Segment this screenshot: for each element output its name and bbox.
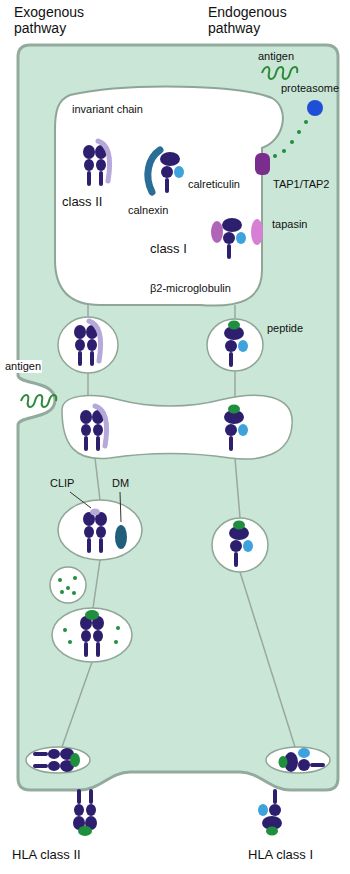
tapasin-symbol: [251, 219, 263, 245]
vesicle: [52, 608, 132, 662]
clip-symbol: [90, 509, 100, 516]
part-label: TAP1/TAP2: [273, 178, 329, 191]
vesicle: [212, 518, 268, 572]
golgi: [62, 395, 292, 459]
class-i-molecule: [160, 152, 184, 193]
molecule-name: HLA class I: [248, 848, 313, 863]
peptide-symbol: [78, 826, 92, 836]
column-header: Exogenous pathway: [14, 4, 106, 36]
class-ii-molecule: [73, 789, 97, 830]
class-label: class II: [62, 195, 102, 210]
part-label: proteasome: [281, 82, 339, 95]
peptide-symbol: [85, 610, 99, 620]
peptide-symbol: [233, 521, 245, 530]
peptide-fragments: [273, 120, 308, 158]
class-i-molecule: [258, 789, 282, 830]
molecule-name: HLA class II: [12, 848, 81, 863]
class-ii-molecule: [33, 748, 74, 772]
part-label: invariant chain: [72, 103, 143, 116]
cell-outline: [18, 45, 338, 790]
part-label: tapasin: [272, 218, 307, 231]
calnexin-symbol: [148, 150, 160, 192]
peptide-fragments: [63, 626, 120, 644]
vesicle: [58, 317, 118, 373]
class-i-molecule: [284, 748, 325, 772]
tap-transporter: [255, 153, 270, 175]
class-ii-molecule: [80, 616, 104, 657]
vesicle: [58, 500, 142, 560]
column-header: Endogenous pathway: [208, 4, 308, 36]
class-ii-molecule: [80, 410, 104, 451]
peptide-symbol: [279, 756, 288, 768]
part-label: calreticulin: [188, 178, 240, 191]
antigen-coil: [262, 67, 297, 79]
part-label: β2-microglobulin: [150, 282, 231, 295]
endosome: [50, 567, 86, 603]
part-label: peptide: [267, 322, 303, 335]
proteasome-symbol: [307, 100, 323, 116]
part-label: DM: [112, 477, 129, 490]
endoplasmic-reticulum: [55, 87, 283, 306]
class-i-molecule: [222, 218, 246, 259]
part-label: antigen: [4, 360, 42, 373]
peptide-symbol: [266, 827, 278, 836]
class-ii-molecule: [83, 512, 107, 553]
leader-lines: [70, 492, 121, 522]
invariant-chain-symbol: [98, 141, 110, 181]
class-ii-molecule: [74, 325, 98, 366]
peptide-fragments: [58, 576, 77, 595]
calreticulin-symbol: [211, 221, 223, 243]
dm-symbol: [115, 525, 127, 549]
vesicle: [207, 319, 263, 371]
vesicle: [26, 747, 90, 773]
class-i-molecule: [224, 410, 248, 451]
antigen-coil: [21, 395, 56, 407]
vesicle: [266, 747, 330, 773]
class-label: class I: [150, 242, 187, 257]
part-label: calnexin: [128, 204, 168, 217]
peptide-symbol: [228, 321, 240, 330]
class-ii-molecule: [83, 145, 107, 186]
part-label: CLIP: [50, 477, 74, 490]
peptide-symbol: [228, 405, 240, 414]
part-label: antigen: [258, 50, 294, 63]
peptide-symbol: [70, 753, 80, 767]
invariant-chain-symbol: [95, 406, 107, 446]
invariant-chain-symbol: [89, 321, 101, 361]
class-i-molecule: [224, 326, 248, 367]
class-i-molecule: [229, 526, 253, 567]
